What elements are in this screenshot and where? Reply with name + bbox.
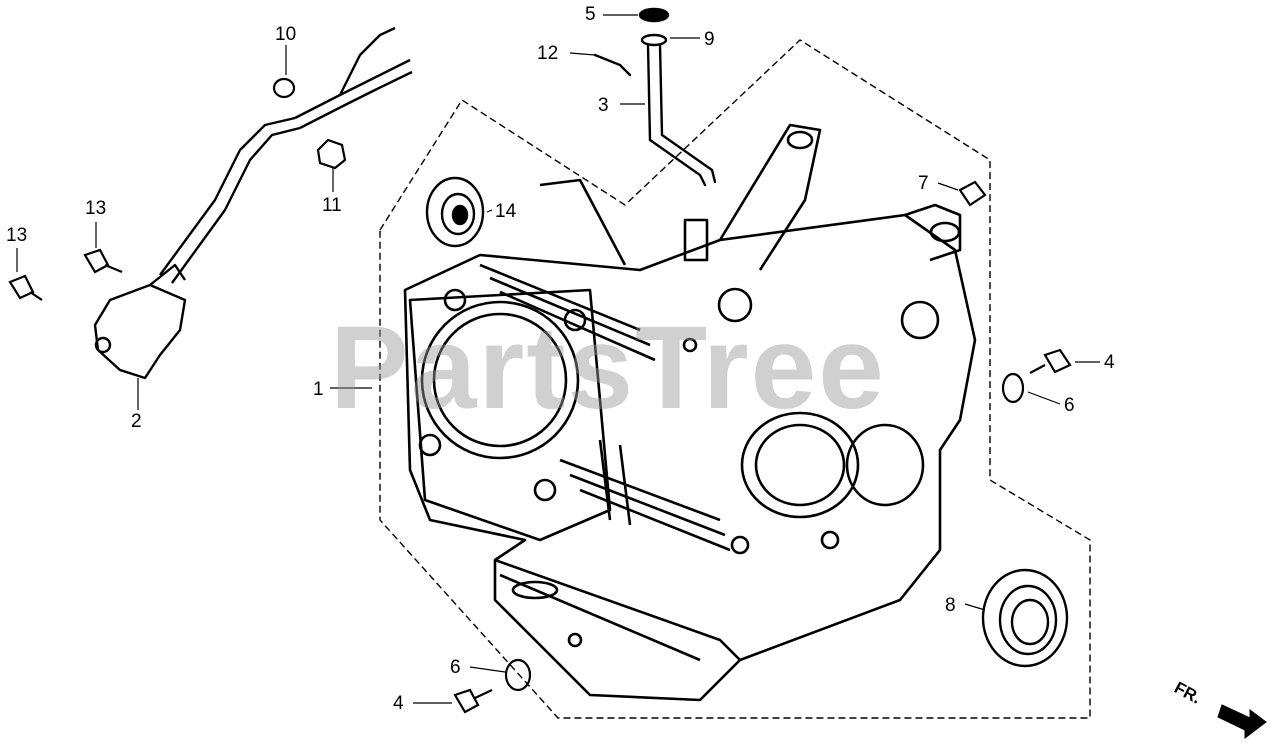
callout-8: 8 xyxy=(945,595,956,616)
callout-10: 10 xyxy=(275,24,297,45)
oil-level-switch xyxy=(93,26,413,380)
callout-12: 12 xyxy=(537,43,559,64)
callout-3: 3 xyxy=(598,95,609,116)
callout-7: 7 xyxy=(918,173,929,194)
front-direction-arrow xyxy=(1217,704,1267,740)
oil-seal-upper xyxy=(425,176,485,248)
callout-5: 5 xyxy=(585,4,596,25)
callout-9: 9 xyxy=(704,29,715,50)
callout-4-lower: 4 xyxy=(393,693,404,714)
callout-13-inner: 13 xyxy=(85,198,107,219)
assembly-boundary xyxy=(379,39,1091,719)
callout-4-upper: 4 xyxy=(1104,352,1115,373)
oil-seal-lower xyxy=(981,568,1069,668)
crankcase-block xyxy=(403,123,977,702)
callout-6-upper: 6 xyxy=(1064,395,1075,416)
watermark: PartsTree xyxy=(330,302,886,434)
callout-11: 11 xyxy=(322,195,342,216)
callout-14: 14 xyxy=(495,201,517,222)
callout-6-lower: 6 xyxy=(450,657,461,678)
callout-1: 1 xyxy=(313,379,324,400)
small-hardware xyxy=(8,77,1072,714)
leader-lines xyxy=(16,14,1100,704)
callout-13-outer: 13 xyxy=(6,225,28,246)
callout-2: 2 xyxy=(131,411,142,432)
breather-tube xyxy=(593,7,717,187)
